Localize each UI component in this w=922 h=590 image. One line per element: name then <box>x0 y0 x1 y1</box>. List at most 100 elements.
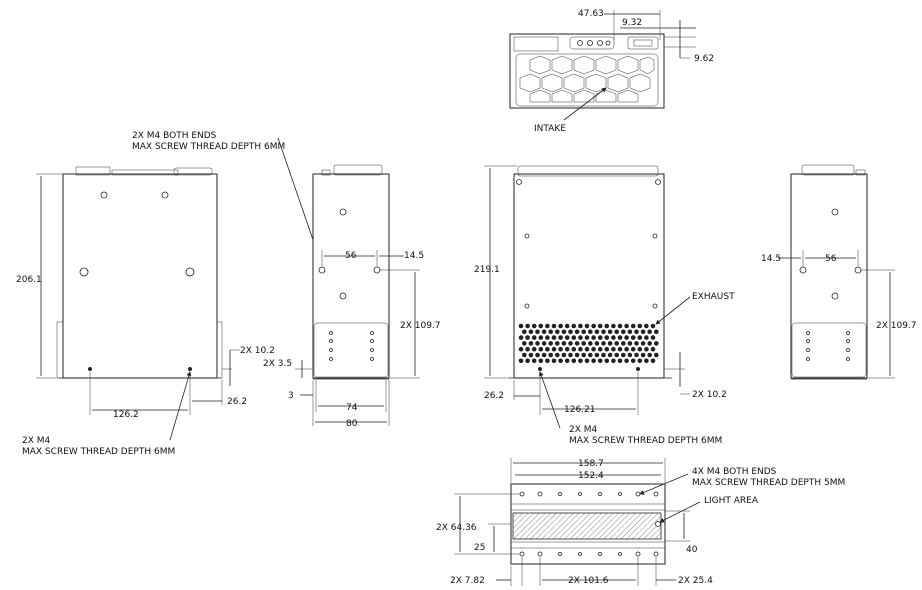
exhaust-hole <box>611 358 616 364</box>
exhaust-hole <box>561 329 567 335</box>
exhaust-hole <box>637 346 643 352</box>
side-view-left: 2X M4 BOTH ENDS MAX SCREW THREAD DEPTH 6… <box>132 131 441 429</box>
exhaust-hole <box>617 358 623 364</box>
exhaust-hole <box>561 352 567 358</box>
exhaust-hole <box>588 329 593 335</box>
exhaust-hole <box>528 352 534 358</box>
exhaust-hole <box>564 323 570 329</box>
exhaust-hole <box>621 341 626 346</box>
dim-2x-64-36: 2X 64.36 <box>436 523 477 533</box>
exhaust-hole <box>541 329 547 335</box>
exhaust-hole <box>624 335 629 340</box>
exhaust-hole <box>555 352 560 358</box>
dim-126-2: 126.2 <box>113 410 139 420</box>
dim-206-1: 206.1 <box>16 275 42 285</box>
exhaust-hole <box>634 329 639 335</box>
exhaust-hole <box>545 358 550 364</box>
exhaust-hole <box>558 358 563 364</box>
exhaust-hole <box>640 341 646 346</box>
exhaust-hole <box>535 341 540 346</box>
exhaust-hole <box>614 329 619 335</box>
dim-80: 80 <box>346 419 358 429</box>
dim-74: 74 <box>346 403 358 413</box>
exhaust-hole <box>584 346 590 352</box>
dim-158-7: 158.7 <box>578 459 604 469</box>
exhaust-hole <box>611 346 616 352</box>
exhaust-hole <box>555 329 560 335</box>
exhaust-hole <box>627 329 633 335</box>
intake-panel <box>515 53 659 107</box>
exhaust-hole <box>591 323 596 329</box>
exhaust-hole <box>591 358 596 364</box>
exhaust-hole <box>604 335 610 340</box>
exhaust-hole <box>654 341 659 346</box>
exhaust-hole <box>607 352 613 358</box>
exhaust-hole <box>591 346 596 352</box>
exhaust-hole <box>627 352 633 358</box>
exhaust-hole <box>525 346 530 352</box>
dim-14-5-right: 14.5 <box>761 254 781 264</box>
side-right-panel <box>791 322 867 378</box>
exhaust-hole <box>538 323 544 329</box>
exhaust-hole <box>561 341 567 346</box>
exhaust-hole <box>640 352 646 358</box>
rear-note-line2: MAX SCREW THREAD DEPTH 6MM <box>569 436 722 446</box>
exhaust-hole <box>555 341 560 346</box>
exhaust-hole <box>654 352 659 358</box>
side-view-right: 14.5 56 2X 109.7 <box>761 164 917 380</box>
front-view: 206.1 126.2 26.2 2X 10.2 2X M4 MAX SCREW… <box>16 166 275 457</box>
exhaust-hole <box>522 329 527 335</box>
dim-126-21: 126.21 <box>564 405 596 415</box>
top-view: INTAKE 47.63 9.32 9.62 <box>509 9 714 134</box>
front-note-line2: MAX SCREW THREAD DEPTH 6MM <box>22 447 175 457</box>
exhaust-hole <box>571 346 577 352</box>
exhaust-hole <box>644 346 649 352</box>
exhaust-hole <box>601 352 606 358</box>
exhaust-hole <box>584 323 590 329</box>
exhaust-hole <box>518 346 524 352</box>
exhaust-hole <box>644 335 649 340</box>
exhaust-hole <box>568 352 573 358</box>
dim-3: 3 <box>288 391 294 401</box>
exhaust-hole <box>650 346 656 352</box>
exhaust-hole <box>574 329 580 335</box>
exhaust-hole <box>528 329 534 335</box>
exhaust-hole <box>584 335 590 340</box>
exhaust-hole <box>518 335 524 340</box>
dim-47-63: 47.63 <box>578 9 604 19</box>
dim-56-left: 56 <box>345 251 357 261</box>
exhaust-hole <box>564 346 570 352</box>
exhaust-hole <box>621 352 626 358</box>
exhaust-hole <box>637 323 643 329</box>
exhaust-hole <box>551 346 557 352</box>
exhaust-hole <box>611 323 616 329</box>
exhaust-hole <box>647 341 652 346</box>
exhaust-hole <box>650 335 656 340</box>
exhaust-hole <box>604 346 610 352</box>
side-left-body <box>312 173 390 379</box>
exhaust-hole <box>535 352 540 358</box>
bottom-note-line1: 4X M4 BOTH ENDS <box>692 467 777 477</box>
exhaust-hole <box>654 329 659 335</box>
exhaust-hole <box>624 358 629 364</box>
rear-view: EXHAUST 219.1 26.2 126.21 2X 10.2 2X M4 … <box>474 165 735 446</box>
dim-14-5-left: 14.5 <box>404 251 424 261</box>
intake-label: INTAKE <box>534 124 566 134</box>
exhaust-hole <box>581 329 586 335</box>
exhaust-hole <box>604 323 610 329</box>
exhaust-hole <box>531 358 537 364</box>
exhaust-hole <box>644 323 649 329</box>
exhaust-hole <box>574 341 580 346</box>
power-connector <box>569 36 615 50</box>
exhaust-hole <box>564 358 570 364</box>
exhaust-hole <box>531 346 537 352</box>
exhaust-hole <box>558 323 563 329</box>
exhaust-hole <box>591 335 596 340</box>
exhaust-hole <box>551 323 557 329</box>
light-area-label: LIGHT AREA <box>704 496 759 506</box>
dim-2x-10-2: 2X 10.2 <box>240 346 275 356</box>
top-view-plate <box>513 36 559 52</box>
exhaust-hole <box>538 335 544 340</box>
side-left-leds <box>329 331 374 361</box>
bottom-note-line2: MAX SCREW THREAD DEPTH 5MM <box>692 478 845 488</box>
